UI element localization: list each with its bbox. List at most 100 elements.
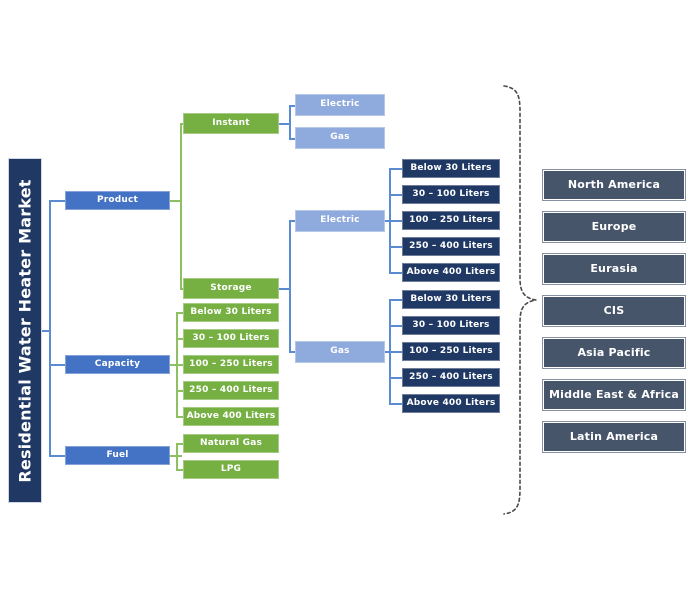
storage-gas-capacity-1-label: Below 30 Liters [410,293,492,304]
connector-root-to-product [49,200,65,202]
storage-electric-capacity-5[interactable]: Above 400 Liters [402,263,500,282]
storage-electric-capacity-4-label: 250 – 400 Liters [409,240,493,251]
capacity-item-1-label: Below 30 Liters [190,306,272,317]
connector-instant-to-electric [289,105,297,107]
instant-fuel-electric-label: Electric [320,99,360,110]
connector-storage-to-gas [289,351,297,353]
storage-gas-capacity-5-label: Above 400 Liters [406,397,496,408]
storage-gas-capacity-5[interactable]: Above 400 Liters [402,394,500,413]
region-item-latin-america-label: Latin America [569,430,659,444]
connector-storage-to-electric [289,220,297,222]
storage-electric-capacity-5-label: Above 400 Liters [406,266,496,277]
storage-electric-capacity-3-label: 100 – 250 Liters [409,214,493,225]
connector-cap-item-1 [176,312,185,314]
diagram-title-bar: Residential Water Heater Market [8,158,42,503]
connector-se-cap-2 [389,194,403,196]
capacity-item-3[interactable]: 100 – 250 Liters [183,355,279,374]
connector-instant-spine [289,105,291,139]
storage-gas-capacity-3-label: 100 – 250 Liters [409,345,493,356]
region-item-europe-label: Europe [591,220,637,234]
connector-cap-item-3 [176,364,185,366]
capacity-item-3-label: 100 – 250 Liters [189,358,273,369]
fuel-item-2[interactable]: LPG [183,460,279,479]
connector-product-spine [180,123,182,289]
connector-se-cap-5 [389,272,403,274]
storage-gas-capacity-4[interactable]: 250 – 400 Liters [402,368,500,387]
region-item-latin-america[interactable]: Latin America [542,421,686,453]
storage-fuel-electric-label: Electric [320,215,360,226]
capacity-item-2-label: 30 – 100 Liters [192,332,270,343]
capacity-item-5-label: Above 400 Liters [186,410,276,421]
connector-sg-cap-4 [389,377,403,379]
connector-instant-out [279,123,291,125]
page-title: Residential Water Heater Market [15,178,35,483]
connector-root-to-fuel [49,455,65,457]
connector-sg-cap-1 [389,299,403,301]
instant-fuel-gas-label: Gas [330,132,350,143]
connector-cap-item-2 [176,338,185,340]
region-brace-icon [503,85,537,515]
connector-fuel-item-2 [176,469,185,471]
connector-storage-out [279,288,291,290]
storage-gas-capacity-2-label: 30 – 100 Liters [412,319,490,330]
storage-fuel-gas[interactable]: Gas [295,341,385,363]
capacity-item-4-label: 250 – 400 Liters [189,384,273,395]
capacity-item-5[interactable]: Above 400 Liters [183,407,279,426]
region-item-eurasia-label: Eurasia [590,262,638,276]
connector-product-out [170,200,182,202]
capacity-item-1[interactable]: Below 30 Liters [183,303,279,322]
product-type-storage[interactable]: Storage [183,278,279,299]
storage-gas-capacity-2[interactable]: 30 – 100 Liters [402,316,500,335]
region-item-middle-east-africa[interactable]: Middle East & Africa [542,379,686,411]
segment-product-label: Product [96,194,139,205]
storage-electric-capacity-2-label: 30 – 100 Liters [412,188,490,199]
connector-se-cap-4 [389,246,403,248]
connector-fuel-spine [176,443,178,469]
capacity-item-2[interactable]: 30 – 100 Liters [183,329,279,348]
product-type-instant-label: Instant [212,117,250,128]
connector-root-stub [42,330,50,332]
storage-electric-capacity-4[interactable]: 250 – 400 Liters [402,237,500,256]
product-type-storage-label: Storage [210,282,252,293]
connector-cap-item-5 [176,416,185,418]
fuel-item-1-label: Natural Gas [199,437,263,448]
product-type-instant[interactable]: Instant [183,113,279,134]
storage-gas-capacity-1[interactable]: Below 30 Liters [402,290,500,309]
connector-fuel-item-1 [176,443,185,445]
region-item-europe[interactable]: Europe [542,211,686,243]
storage-gas-capacity-4-label: 250 – 400 Liters [409,371,493,382]
connector-sg-cap-2 [389,325,403,327]
connector-root-to-capacity [49,364,65,366]
storage-electric-capacity-2[interactable]: 30 – 100 Liters [402,185,500,204]
storage-gas-capacity-3[interactable]: 100 – 250 Liters [402,342,500,361]
segment-capacity[interactable]: Capacity [65,355,170,374]
connector-storage-spine [289,220,291,352]
region-item-eurasia[interactable]: Eurasia [542,253,686,285]
connector-instant-to-gas [289,138,297,140]
storage-electric-capacity-1-label: Below 30 Liters [410,162,492,173]
region-item-asia-pacific-label: Asia Pacific [577,346,651,360]
segment-product[interactable]: Product [65,191,170,210]
connector-se-cap-3 [389,220,403,222]
storage-fuel-electric[interactable]: Electric [295,210,385,232]
connector-root-spine [49,200,51,457]
connector-sg-cap-3 [389,351,403,353]
instant-fuel-electric[interactable]: Electric [295,94,385,116]
region-item-asia-pacific[interactable]: Asia Pacific [542,337,686,369]
segment-fuel[interactable]: Fuel [65,446,170,465]
region-item-cis-label: CIS [603,304,625,318]
connector-se-cap-1 [389,168,403,170]
storage-electric-capacity-3[interactable]: 100 – 250 Liters [402,211,500,230]
region-item-north-america-label: North America [567,178,661,192]
region-item-cis[interactable]: CIS [542,295,686,327]
segment-capacity-label: Capacity [94,358,141,369]
storage-fuel-gas-label: Gas [330,346,350,357]
storage-electric-capacity-1[interactable]: Below 30 Liters [402,159,500,178]
connector-sg-cap-5 [389,403,403,405]
fuel-item-1[interactable]: Natural Gas [183,434,279,453]
capacity-item-4[interactable]: 250 – 400 Liters [183,381,279,400]
region-item-north-america[interactable]: North America [542,169,686,201]
segment-fuel-label: Fuel [106,449,129,460]
instant-fuel-gas[interactable]: Gas [295,127,385,149]
fuel-item-2-label: LPG [220,463,242,474]
